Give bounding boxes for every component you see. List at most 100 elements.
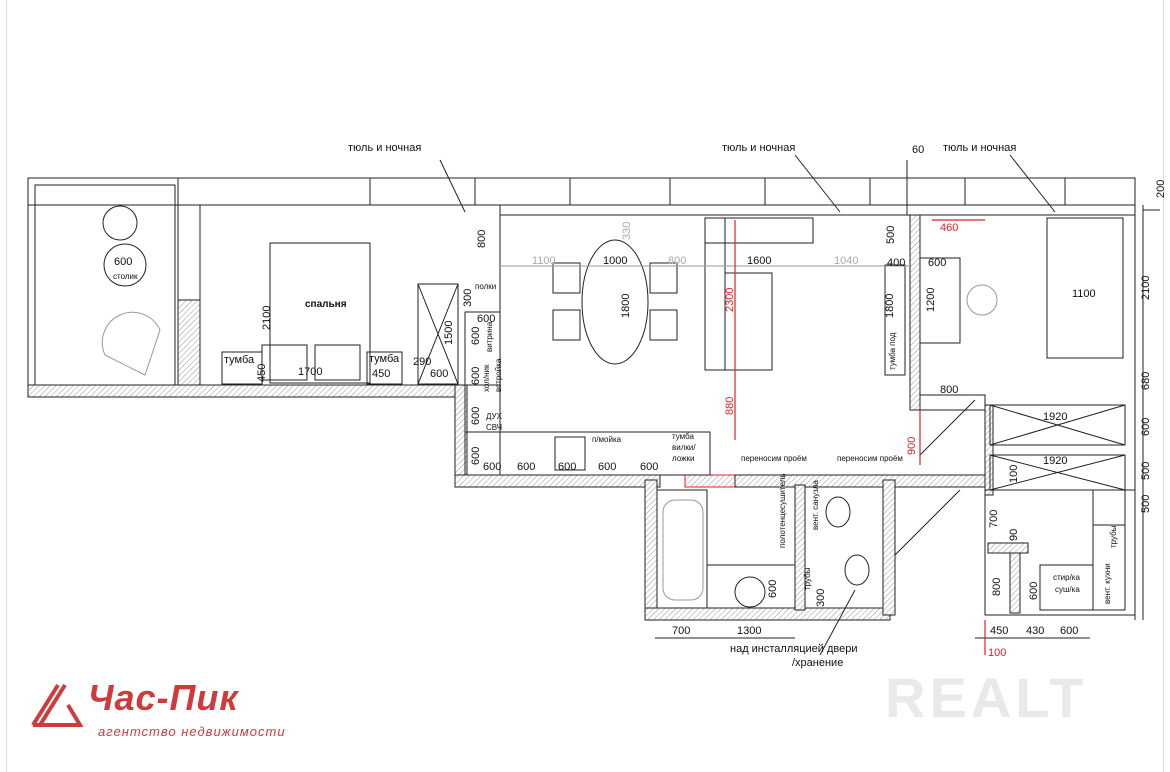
label-cutlery-2: вилки/ xyxy=(672,443,696,452)
furniture xyxy=(101,205,1126,611)
label-dishwasher: п/мойка xyxy=(592,435,622,444)
dim: 600 xyxy=(470,407,482,425)
dim: 800 xyxy=(991,578,1003,596)
dim: 800 xyxy=(476,230,488,248)
office-chair-icon xyxy=(966,284,998,316)
dim: 1920 xyxy=(1043,411,1067,423)
dim: 900 xyxy=(906,437,918,455)
label-vent-bath: вент. санузла xyxy=(811,480,820,530)
dim: 600 xyxy=(483,461,501,473)
dim: 2300 xyxy=(724,288,736,312)
dim: 60 xyxy=(912,144,924,156)
page-frame xyxy=(6,0,1164,772)
label-cutlery-1: тумба xyxy=(672,432,694,441)
dim: 2100 xyxy=(261,306,273,330)
windows xyxy=(369,177,1066,206)
note-opening-1: переносим проём xyxy=(741,454,807,463)
dim: 500 xyxy=(1140,495,1152,513)
bed-right xyxy=(1046,217,1124,359)
dim: 430 xyxy=(1026,625,1044,637)
dim: 600 xyxy=(928,257,946,269)
note-storage: /хранение xyxy=(792,657,843,669)
label-oven: ДУХ xyxy=(486,412,503,421)
note-tulle-2: тюль и ночная xyxy=(722,142,795,154)
label-vent-kitchen: вент. кухни xyxy=(1103,563,1112,604)
table-icon xyxy=(103,243,147,287)
dim: 600 xyxy=(470,367,482,385)
label-pipes-2: трубы xyxy=(1109,525,1118,548)
bed xyxy=(269,242,371,384)
dim: 600 xyxy=(430,368,448,380)
dim: 600 xyxy=(1140,418,1152,436)
dim: 450 xyxy=(372,368,390,380)
dim: 500 xyxy=(885,226,897,244)
wardrobe-1 xyxy=(989,404,1126,446)
dim: 200 xyxy=(1155,180,1167,198)
label-table: столик xyxy=(113,272,138,281)
label-washer: стир/ка xyxy=(1053,573,1080,582)
room-bedroom: спальня xyxy=(305,299,347,310)
armchair-icon xyxy=(101,311,161,376)
bath-sink-icon xyxy=(825,496,851,528)
dim: 1800 xyxy=(884,294,896,318)
label-tumba-2: тумба xyxy=(369,353,400,365)
dim: 600 xyxy=(470,447,482,465)
dim: 1000 xyxy=(603,255,627,267)
dim: 1800 xyxy=(620,294,632,318)
sofa xyxy=(704,217,814,244)
washbasin-icon xyxy=(734,576,766,608)
dim: 600 xyxy=(1060,625,1078,637)
dim: 300 xyxy=(815,589,827,607)
dim: 600 xyxy=(1028,582,1040,600)
dim: 500 xyxy=(1140,462,1152,480)
dim: 460 xyxy=(940,222,958,234)
dim: 1600 xyxy=(747,255,771,267)
dim: 1040 xyxy=(834,255,858,267)
note-tulle-1: тюль и ночная xyxy=(348,142,421,154)
label-fridge-builtin: встройка xyxy=(494,358,503,392)
dim: 1100 xyxy=(1072,288,1096,300)
chair-icon xyxy=(102,205,138,241)
logo-subtitle: агентство недвижимости xyxy=(98,724,286,739)
label-shelf: полки xyxy=(475,282,496,291)
dim: 1200 xyxy=(925,288,937,312)
note-tulle-3: тюль и ночная xyxy=(943,142,1016,154)
dim: 700 xyxy=(672,625,690,637)
dim: 680 xyxy=(1140,372,1152,390)
dim: 450 xyxy=(256,364,268,382)
dim: 400 xyxy=(887,257,905,269)
label-cutlery-3: ложки xyxy=(672,454,694,463)
dim: 100 xyxy=(1008,465,1020,483)
label-pipes-1: трубы xyxy=(803,567,812,590)
dim: 880 xyxy=(724,397,736,415)
logo-title: Час-Пик xyxy=(88,677,239,718)
tv-stand xyxy=(884,264,906,376)
label-dryer: суш/ка xyxy=(1055,585,1080,594)
dim: 90 xyxy=(1008,529,1020,541)
dining-table xyxy=(581,239,649,365)
label-towel-dryer: полотенцесушитель xyxy=(778,474,787,549)
label-microwave: СВЧ xyxy=(486,423,502,432)
label-vitrina: витрина xyxy=(485,321,494,352)
label-tv-stand: тумба под xyxy=(888,332,897,370)
dim: 700 xyxy=(988,510,1000,528)
dim: 1920 xyxy=(1043,455,1067,467)
agency-logo: Час-Пик агентство недвижимости xyxy=(28,678,318,744)
dim: 1300 xyxy=(737,625,761,637)
note-door-install: над инсталляцией двери xyxy=(730,643,858,655)
toilet-icon xyxy=(844,554,870,586)
bathtub xyxy=(656,489,708,609)
dim: 2100 xyxy=(1140,276,1152,300)
dim: 600 xyxy=(517,461,535,473)
dim: 100 xyxy=(988,647,1006,659)
dim: 290 xyxy=(413,356,431,368)
logo-mark-icon xyxy=(31,683,83,727)
wardrobe-2 xyxy=(989,454,1126,491)
dim: 800 xyxy=(668,255,686,267)
note-opening-2: переносим проём xyxy=(837,454,903,463)
dim: 1700 xyxy=(298,366,322,378)
walls xyxy=(27,177,1144,621)
dimension-labels: 60 200 600 800 2100 1700 450 450 290 600… xyxy=(114,144,1167,659)
dim: 800 xyxy=(940,384,958,396)
